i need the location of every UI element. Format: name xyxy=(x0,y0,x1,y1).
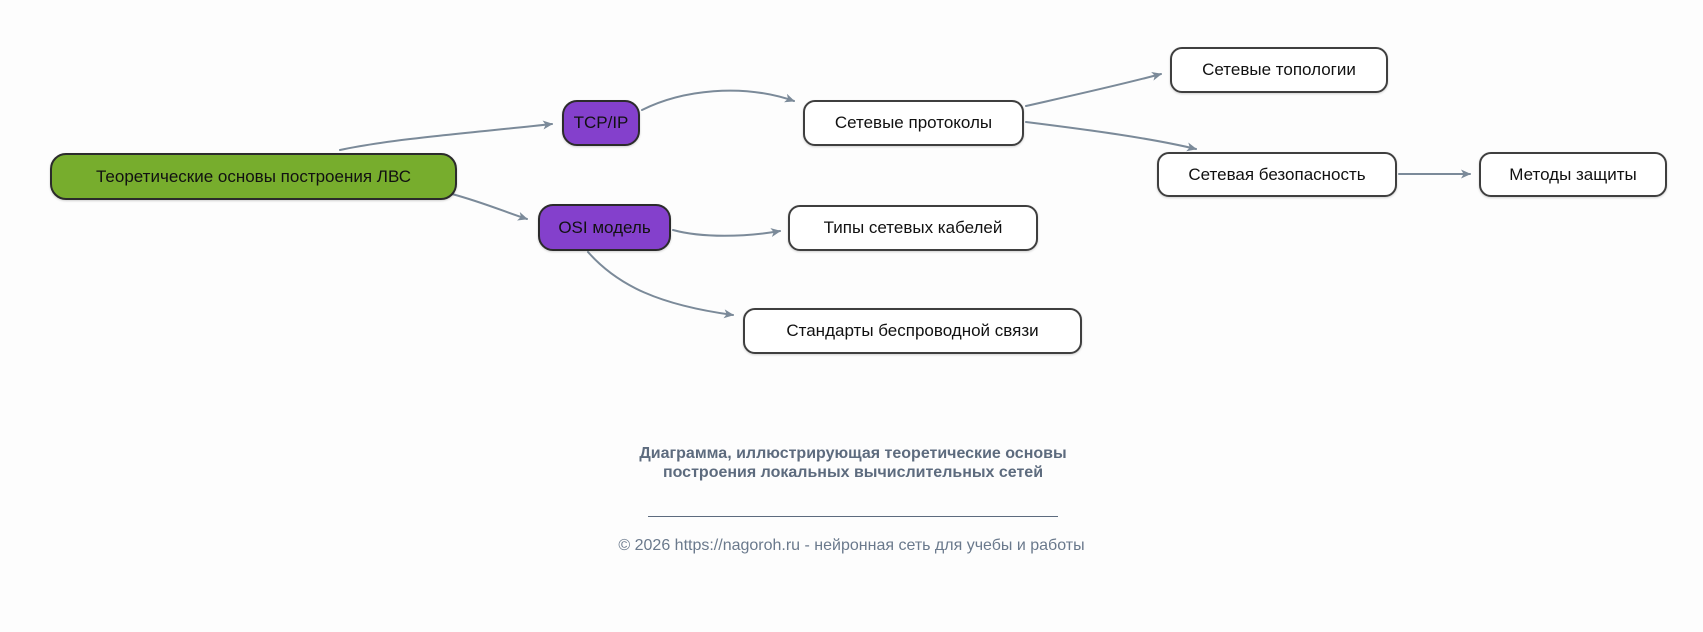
copyright-line: © 2026 https://nagoroh.ru - нейронная се… xyxy=(618,537,1085,554)
caption-divider xyxy=(648,516,1058,517)
node-protection-methods: Методы защиты xyxy=(1479,152,1667,197)
node-cable-types: Типы сетевых кабелей xyxy=(788,205,1038,251)
node-tcpip: TCP/IP xyxy=(562,100,640,146)
node-network-topologies: Сетевые топологии xyxy=(1170,47,1388,93)
node-root-lan-theory: Теоретические основы построения ЛВС xyxy=(50,153,457,200)
edge-protocols-security xyxy=(1025,121,1197,152)
node-network-security: Сетевая безопасность xyxy=(1157,152,1397,197)
edge-osi-wireless xyxy=(587,251,734,319)
diagram-caption: Диаграмма, иллюстрирующая теоретические … xyxy=(639,445,1067,481)
edge-protocols-topologies xyxy=(1025,71,1162,107)
node-wireless-standards: Стандарты беспроводной связи xyxy=(743,308,1082,354)
edge-osi-cables xyxy=(672,228,781,237)
node-osi-model: OSI модель xyxy=(538,204,671,251)
edge-root-osi xyxy=(451,193,528,221)
edge-root-tcpip xyxy=(339,120,553,151)
node-network-protocols: Сетевые протоколы xyxy=(803,100,1024,146)
edge-tcpip-protocols xyxy=(641,89,795,111)
